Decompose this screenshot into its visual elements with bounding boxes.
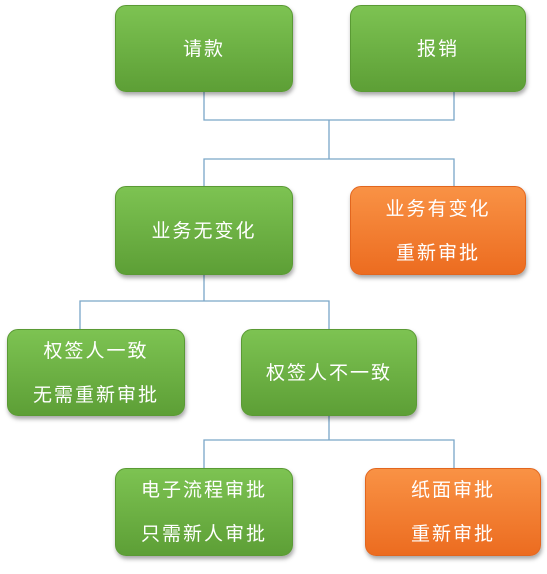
node-label-line1: 电子流程审批: [140, 479, 267, 501]
node-label: 业务无变化: [151, 219, 257, 242]
node-label-line2: 重新审批: [410, 523, 495, 545]
node-label-line2: 重新审批: [395, 241, 480, 264]
node-label-line2: 无需重新审批: [32, 383, 159, 406]
connector-merge-top: [203, 92, 455, 159]
node-no-business-change: 业务无变化: [115, 186, 293, 275]
node-label-line1: 业务有变化: [385, 197, 491, 220]
node-electronic-flow: 电子流程审批 只需新人审批: [115, 468, 293, 556]
node-signer-inconsistent: 权签人不一致: [241, 329, 417, 416]
node-label-line1: 纸面审批: [410, 479, 495, 501]
node-label: 权签人不一致: [265, 361, 392, 384]
node-signer-consistent: 权签人一致 无需重新审批: [7, 329, 185, 416]
connector-split-level3: [79, 275, 330, 329]
node-request-payment: 请款: [115, 5, 293, 92]
node-business-change: 业务有变化 重新审批: [350, 186, 526, 275]
node-label-line1: 权签人一致: [43, 339, 149, 362]
node-paper-approval: 纸面审批 重新审批: [365, 468, 541, 556]
node-label: 请款: [182, 37, 225, 60]
node-reimbursement: 报销: [350, 5, 526, 92]
connector-split-level2: [203, 158, 455, 186]
node-label: 报销: [416, 37, 459, 60]
node-label-line2: 只需新人审批: [140, 523, 267, 545]
connector-split-level4: [203, 416, 455, 468]
